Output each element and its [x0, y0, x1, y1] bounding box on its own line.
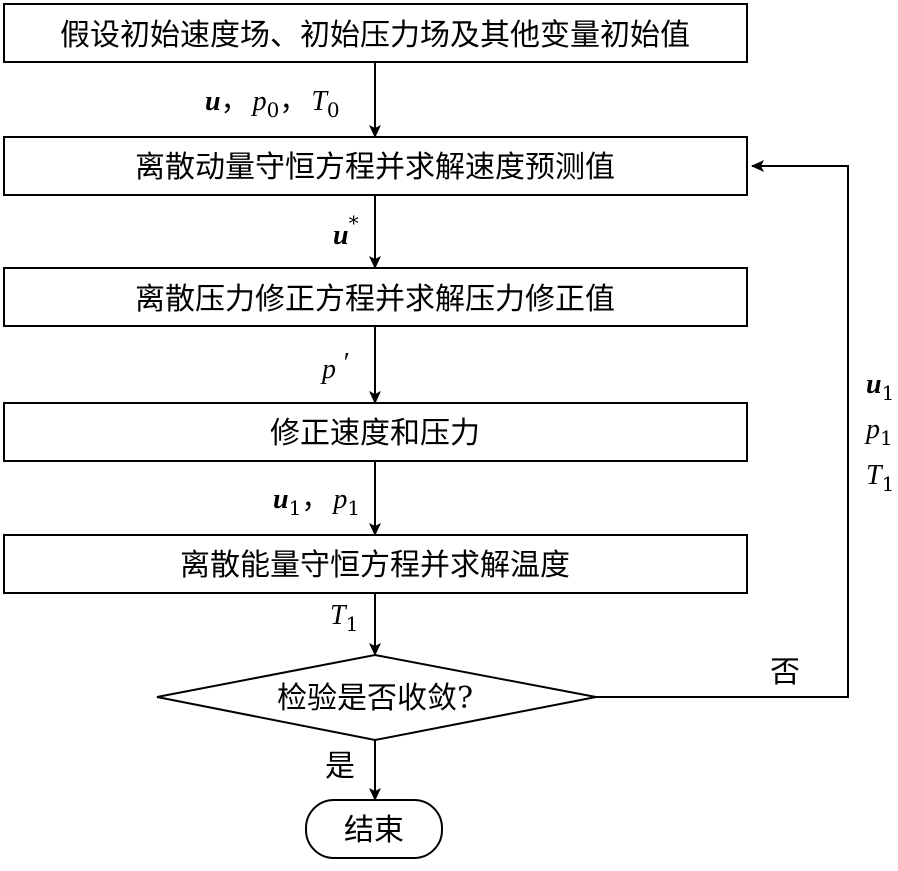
step-init-box — [3, 3, 748, 63]
edge-label-momentum: u* — [333, 211, 359, 251]
no-label: 否 — [770, 655, 800, 690]
yes-label: 是 — [325, 749, 355, 784]
step-momentum-text: 离散动量守恒方程并求解速度预测值 — [135, 150, 615, 185]
step-energy-text: 离散能量守恒方程并求解温度 — [180, 548, 570, 583]
loop-label-T: T1 — [866, 460, 894, 496]
loop-label-u: u1 — [866, 369, 894, 405]
end-text: 结束 — [344, 813, 404, 848]
edge-label-correct: u1，p1 — [273, 484, 360, 520]
edge-label-pressure: p′ — [320, 348, 349, 385]
step-init-text: 假设初始速度场、初始压力场及其他变量初始值 — [60, 18, 690, 53]
check-text: 检验是否收敛? — [277, 681, 473, 716]
arrow-loop-back — [596, 160, 849, 698]
step-momentum-box — [3, 136, 748, 196]
step-correct-box — [3, 402, 748, 462]
edge-label-init: u，p0，T0 — [205, 86, 340, 122]
step-pressure-correction-text: 离散压力修正方程并求解压力修正值 — [135, 282, 615, 317]
loop-label-p: p1 — [864, 414, 893, 450]
step-correct-text: 修正速度和压力 — [270, 416, 480, 451]
edge-label-energy: T1 — [330, 600, 358, 636]
